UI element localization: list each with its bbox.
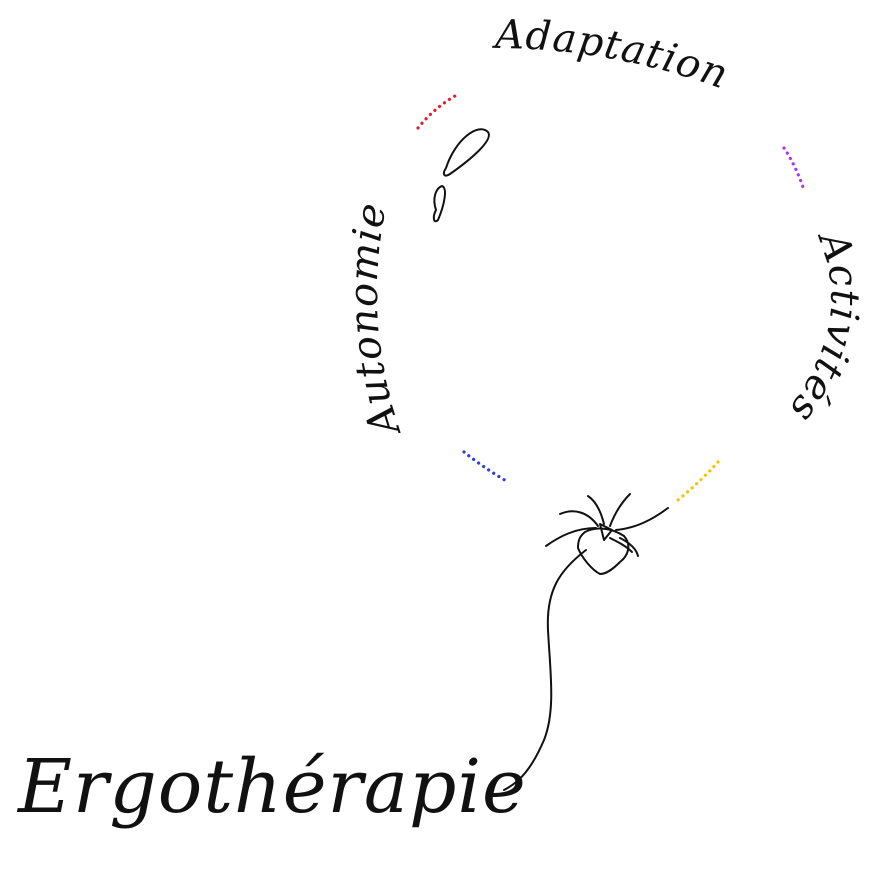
balloon-highlight xyxy=(432,128,490,223)
dotted-segment-blue xyxy=(462,450,510,484)
caption-ergotherapie: Ergothérapie xyxy=(16,744,527,830)
word-activites: Activités xyxy=(780,222,868,431)
dotted-segment-red xyxy=(416,94,457,130)
balloon-knot xyxy=(545,493,669,575)
word-adaptation: Adaptation xyxy=(491,12,735,99)
balloon-string xyxy=(503,549,587,791)
dotted-segment-yellow xyxy=(676,460,720,502)
dotted-segment-purple xyxy=(782,146,806,192)
word-autonomie: Autonomie xyxy=(341,199,411,445)
